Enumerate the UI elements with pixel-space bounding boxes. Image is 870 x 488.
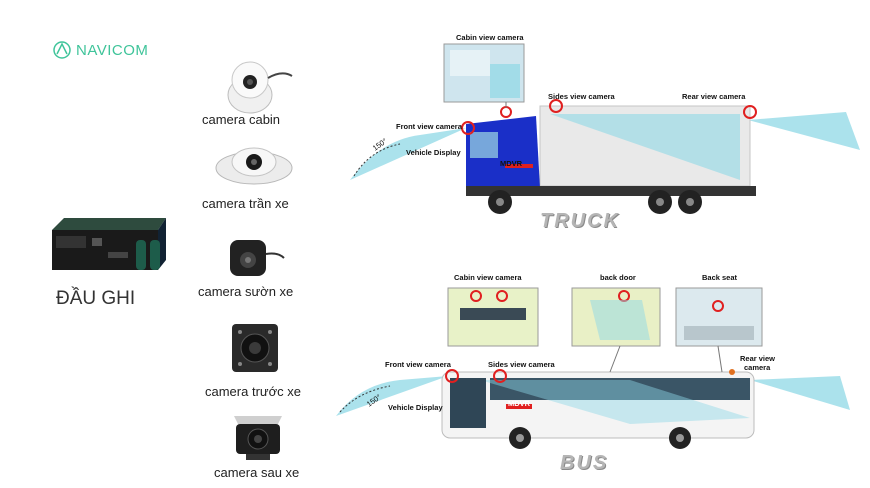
truck-diagram [350,43,860,214]
ceiling-camera-image [215,147,293,185]
front-camera-image [232,324,278,372]
dvr-label: ĐẦU GHI [56,288,136,309]
cabin-camera-image [227,61,293,114]
rear-camera-image [234,416,282,460]
bus-diagram [336,287,850,449]
truck-mdvr-label: MDVR [500,159,523,168]
truck-display-label: Vehicle Display [406,148,461,157]
mdvr-device-image [52,218,166,270]
bus-display-label: Vehicle Display [388,403,443,412]
bus-sides-label: Sides view camera [488,360,555,369]
navicom-logo-icon [53,41,71,59]
navicom-logo: NAVICOM [52,38,148,62]
truck-rear-label: Rear view camera [682,92,746,101]
bus-rear-label-line2: camera [744,363,771,372]
bus-mdvr-label: MDVR [508,399,531,408]
bus-back-seat-label: Back seat [702,273,738,282]
truck-cabin-label: Cabin view camera [456,33,524,42]
camera-ceiling-label: camera trần xe [202,196,289,211]
side-camera-image [230,240,285,276]
truck-sides-label: Sides view camera [548,92,615,101]
truck-front-label: Front view camera [396,122,462,131]
bus-rear-label-line1: Rear view [740,354,776,363]
camera-front-label: camera trước xe [205,384,301,399]
bus-front-label: Front view camera [385,360,451,369]
truck-brand-label: TRUCK [540,210,620,232]
camera-cabin-label: camera cabin [202,112,281,127]
bus-cabin-label: Cabin view camera [454,273,522,282]
bus-back-door-label: back door [600,273,636,282]
bus-brand-label: BUS [560,452,609,474]
logo-text: NAVICOM [76,41,149,59]
camera-rear-label: camera sau xe [214,465,300,480]
camera-side-label: camera sườn xe [198,284,294,299]
